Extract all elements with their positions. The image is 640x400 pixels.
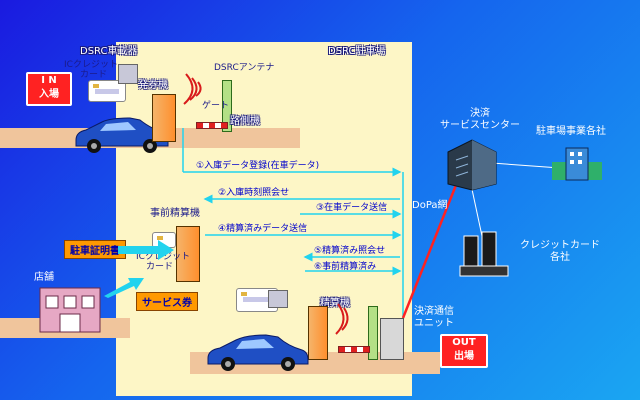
gate-bar-icon (196, 122, 228, 129)
dsrc-onboard-label: DSRC車載器 (80, 46, 138, 57)
dsrc-parking-label: DSRC駐車場 (328, 46, 386, 57)
onboard-unit-icon (118, 64, 138, 84)
ic-credit-card-label-top: ICクレジット カード (64, 60, 118, 80)
service-ticket-pill: サービス券 (136, 292, 198, 311)
exit-onboard-unit-icon (268, 290, 288, 308)
ic-credit-card-label-mid: ICクレジット カード (136, 252, 190, 272)
store-building-icon (39, 287, 101, 333)
out-exit-line2: 出場 (454, 351, 474, 362)
flow-3-label: ③在車データ送信 (316, 203, 388, 213)
exiting-car-icon (207, 334, 309, 371)
in-entry-line1: I N (41, 75, 57, 86)
service-ticket-arrow (104, 278, 144, 298)
dsrc-antenna-label: DSRCアンテナ (214, 63, 275, 73)
pay-machine-icon (308, 306, 328, 360)
flow-2-label: ②入庫時刻照会せ (218, 188, 290, 198)
store-label: 店舗 (34, 272, 54, 283)
exit-gate-bar-icon (338, 346, 370, 353)
flow-4-label: ④精算済みデータ送信 (218, 224, 308, 234)
flow-5-label: ⑤精算済み照会せ (314, 246, 386, 256)
ic-credit-top-line1: ICクレジット (64, 60, 118, 70)
out-exit-badge: OUT 出場 (440, 334, 488, 368)
payment-center-line1: 決済 (470, 108, 490, 119)
credit-companies-line1: クレジットカード (520, 240, 600, 251)
payment-center-label: 決済 サービスセンター (440, 108, 520, 132)
flow-1-label: ①入庫データ登録(在車データ) (196, 161, 320, 171)
pay-machine-label: 精算機 (320, 298, 350, 309)
parking-certificate-pill: 駐車証明書 (64, 240, 126, 259)
prepay-machine-icon (176, 226, 200, 282)
antenna-signal-icon (183, 73, 202, 105)
exit-antenna-signal-icon (335, 303, 349, 335)
ic-credit-mid-line1: ICクレジット (136, 252, 190, 262)
ticket-machine-label: 発券機 (138, 80, 168, 91)
ic-credit-card-top (88, 80, 126, 102)
in-entry-badge: I N 入場 (26, 72, 72, 106)
prepay-machine-label: 事前精算機 (150, 208, 200, 219)
antenna-pole-icon (222, 80, 232, 132)
out-exit-line1: OUT (452, 337, 476, 348)
payment-center-building-icon (447, 139, 497, 191)
dopa-link-line (401, 169, 464, 319)
credit-companies-building-icon (459, 231, 509, 277)
payment-unit-line2: ユニット (414, 318, 454, 329)
payment-unit-icon (380, 318, 404, 360)
parking-companies-label: 駐車場事業各社 (536, 126, 606, 137)
ic-credit-top-line2: カード (80, 70, 108, 80)
ticket-machine-icon (152, 94, 176, 142)
dopa-network-label: DoPa網 (412, 200, 448, 211)
certificate-arrow (118, 240, 174, 260)
in-entry-line2: 入場 (39, 89, 59, 100)
credit-companies-label: クレジットカード 各社 (520, 240, 600, 264)
parking-companies-icon (552, 147, 602, 181)
gate-label: ゲート (202, 101, 230, 111)
exit-antenna-pole-icon (368, 306, 378, 360)
roadside-unit-label: 路側機 (230, 116, 260, 127)
payment-unit-line1: 決済通信 (414, 306, 454, 317)
payment-unit-label: 決済通信 ユニット (414, 306, 454, 330)
credit-companies-line2: 各社 (550, 252, 570, 263)
ic-credit-mid-line2: カード (146, 262, 174, 272)
payment-center-line2: サービスセンター (440, 120, 520, 131)
entering-car-icon (75, 117, 169, 153)
flow-6-label: ⑥事前精算済み (314, 262, 377, 272)
